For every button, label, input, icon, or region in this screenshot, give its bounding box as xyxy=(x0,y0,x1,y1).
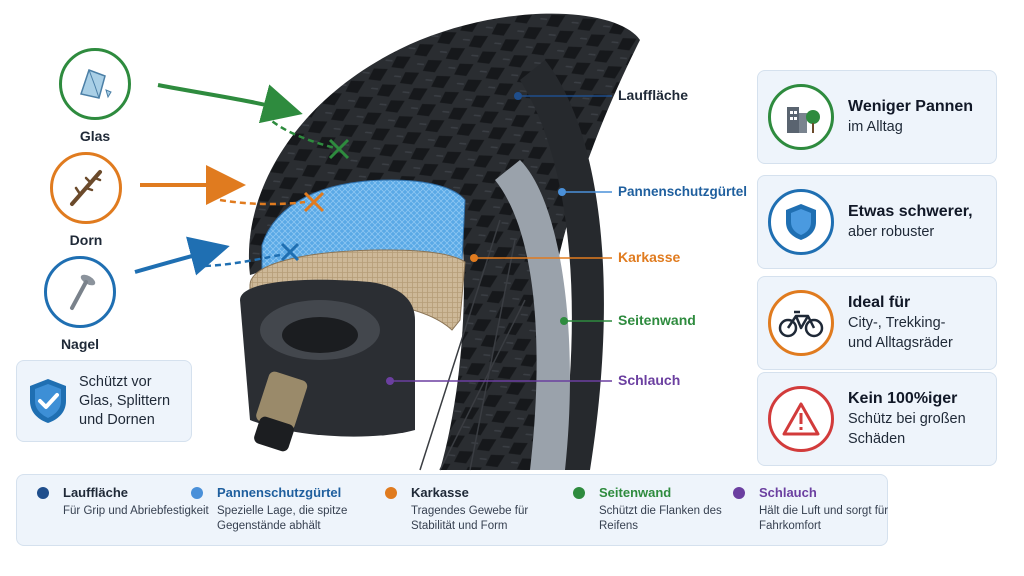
hazard-label: Glas xyxy=(79,128,111,144)
shield-check-icon xyxy=(30,379,66,423)
city-tree-icon xyxy=(768,84,834,150)
legend-desc: Für Grip und Abriebfestigkeit xyxy=(63,505,209,517)
legend-item-tube: Schlauch Hält die Luft und sorgt für Fah… xyxy=(733,485,909,534)
benefit-title: Kein 100%iger xyxy=(848,390,958,407)
legend-item-sidewall: Seitenwand Schützt die Flanken des Reife… xyxy=(573,485,749,534)
callout-tube: Schlauch xyxy=(618,372,681,388)
benefit-title: Ideal für xyxy=(848,294,911,311)
tire-sidewall xyxy=(520,60,604,470)
nail-icon xyxy=(44,256,116,328)
benefit-card-heavier-robust: Etwas schwerer, aber robuster xyxy=(757,175,997,269)
hazard-label: Nagel xyxy=(60,336,100,352)
layer-legend: Lauffläche Für Grip und Abriebfestigkeit… xyxy=(16,474,888,546)
hazard-nail: Nagel xyxy=(34,256,126,352)
thorn-branch-icon xyxy=(50,152,122,224)
thorn-path-dashed xyxy=(219,198,306,206)
hazard-label: Dorn xyxy=(69,232,103,248)
legend-item-casing: Karkasse Tragendes Gewebe für Stabilität… xyxy=(385,485,561,534)
hazard-thorn: Dorn xyxy=(40,152,132,248)
rim-inner xyxy=(495,160,570,470)
legend-desc: Tragendes Gewebe für Stabilität und Form xyxy=(411,505,529,532)
protection-note-text: Schützt vor Glas, Splittern und Dornen xyxy=(79,373,171,428)
legend-name: Schlauch xyxy=(759,485,817,500)
nail-stop-mark xyxy=(280,242,300,262)
legend-item-tread: Lauffläche Für Grip und Abriebfestigkeit xyxy=(37,485,213,519)
benefit-text: Schütz bei großen xyxy=(848,411,966,427)
legend-name: Seitenwand xyxy=(599,485,672,500)
legend-name: Pannenschutzgürtel xyxy=(217,485,342,500)
hazard-glass: Glas xyxy=(49,48,141,144)
legend-desc: Schützt die Flanken des Reifens xyxy=(599,505,722,532)
benefit-card-fewer-flats: Weniger Pannen im Alltag xyxy=(757,70,997,164)
callout-casing: Karkasse xyxy=(618,249,681,265)
glass-arrow xyxy=(157,83,303,124)
warning-icon xyxy=(768,386,834,452)
legend-dot xyxy=(191,487,203,499)
benefit-title: Etwas schwerer, xyxy=(848,203,973,220)
valve-stem xyxy=(256,371,308,431)
glass-stop-mark xyxy=(328,138,350,160)
glass-path-dashed xyxy=(264,114,336,150)
benefit-text: aber robuster xyxy=(848,224,935,240)
protection-note: Schützt vor Glas, Splittern und Dornen xyxy=(16,360,192,442)
benefit-text: im Alltag xyxy=(848,119,903,135)
legend-item-puncture-belt: Pannenschutzgürtel Spezielle Lage, die s… xyxy=(191,485,367,534)
nail-arrow xyxy=(134,236,230,276)
legend-dot xyxy=(733,487,745,499)
legend-dot xyxy=(573,487,585,499)
glass-shard-icon xyxy=(59,48,131,120)
legend-desc: Hält die Luft und sorgt für Fahrkomfort xyxy=(759,505,889,532)
benefit-text: Schäden xyxy=(848,431,906,447)
legend-desc: Spezielle Lage, die spitze Gegenstände a… xyxy=(217,505,348,532)
legend-dot xyxy=(385,487,397,499)
legend-name: Lauffläche xyxy=(63,485,129,500)
shield-icon xyxy=(768,189,834,255)
benefit-text: City-, Trekking- xyxy=(848,315,946,331)
bicycle-icon xyxy=(768,290,834,356)
thorn-stop-mark xyxy=(303,191,325,213)
benefit-title: Weniger Pannen xyxy=(848,98,974,115)
benefit-text: und Alltagsräder xyxy=(848,335,953,351)
legend-name: Karkasse xyxy=(411,485,469,500)
callout-sidewall: Seitenwand xyxy=(618,312,696,328)
callout-tread: Lauffläche xyxy=(618,87,689,103)
legend-dot xyxy=(37,487,49,499)
callout-puncture-belt: Pannenschutzgürtel xyxy=(618,184,748,199)
